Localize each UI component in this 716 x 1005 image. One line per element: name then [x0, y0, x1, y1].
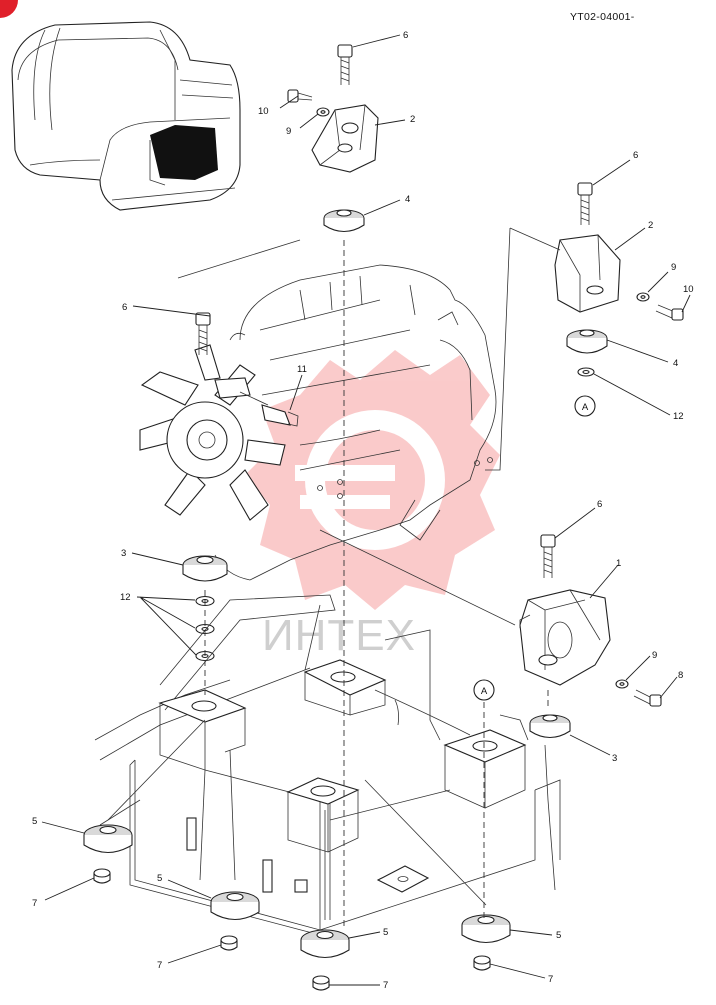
callout-5: 5	[157, 873, 162, 884]
engine-bracket-1	[519, 589, 611, 686]
nut-7-c	[312, 975, 330, 991]
machine-frame	[94, 594, 561, 936]
callout-3: 3	[612, 753, 617, 764]
callout-7: 7	[548, 974, 553, 985]
nut-7-b	[220, 935, 238, 951]
bolt-6-lower-right	[540, 534, 556, 578]
mount-4-upper	[323, 209, 365, 233]
engine-bracket-upper-left	[311, 44, 379, 173]
svg-text:A: A	[582, 402, 589, 413]
callout-6: 6	[122, 302, 127, 313]
mount-3-left	[182, 555, 228, 582]
washer-9-lower	[615, 679, 629, 689]
bolt-10-right	[655, 304, 684, 321]
machine-inset	[11, 21, 241, 211]
corner-marker	[0, 0, 18, 18]
washer-9-upper	[316, 107, 330, 117]
callout-6: 6	[633, 150, 638, 161]
diagram-code: YT02-04001-	[570, 11, 635, 23]
callout-5: 5	[32, 816, 37, 827]
mount-5-d	[461, 914, 511, 944]
callout-6: 6	[597, 499, 602, 510]
callout-9: 9	[652, 650, 657, 661]
mount-4-right	[566, 329, 608, 354]
callout-9: 9	[286, 126, 291, 137]
callout-7: 7	[32, 898, 37, 909]
callout-labels: 6 10 9 2 4 6 2 9 10 4 12 6 11 3 12 6 1 9…	[32, 30, 694, 991]
mount-5-a	[83, 824, 133, 854]
mount-3-right	[529, 714, 571, 739]
watermark-logo	[245, 350, 500, 610]
callout-7: 7	[383, 980, 388, 991]
washer-9-right	[636, 292, 650, 302]
callout-11: 11	[297, 364, 307, 375]
leader-lines	[41, 34, 691, 986]
bolt-10-upper	[287, 89, 313, 103]
callout-10: 10	[683, 284, 694, 295]
callout-12: 12	[120, 592, 131, 603]
mount-5-b	[210, 891, 260, 921]
alignment-lines	[107, 227, 561, 930]
nut-7-a	[93, 868, 111, 884]
bolt-6-left	[195, 312, 211, 355]
callout-12: 12	[673, 411, 684, 422]
mount-5-c	[300, 929, 350, 959]
callout-9: 9	[671, 262, 676, 273]
callout-1: 1	[616, 558, 621, 569]
callout-2: 2	[410, 114, 415, 125]
callout-2: 2	[648, 220, 653, 231]
ref-a-lower: A	[473, 679, 495, 701]
callout-7: 7	[157, 960, 162, 971]
watermark-text: ИНТЕХ	[262, 611, 416, 660]
callout-4: 4	[405, 194, 410, 205]
callout-3: 3	[121, 548, 126, 559]
cooling-fan	[139, 344, 286, 521]
callout-4: 4	[673, 358, 678, 369]
callout-6: 6	[403, 30, 408, 41]
callout-8: 8	[678, 670, 683, 681]
nut-7-d	[473, 955, 491, 971]
bolt-8	[633, 689, 662, 707]
callout-5: 5	[383, 927, 388, 938]
engine-bracket-upper-right	[554, 182, 621, 313]
washer-12-right	[577, 367, 595, 377]
svg-text:A: A	[481, 686, 488, 697]
callout-10: 10	[258, 106, 269, 117]
callout-5: 5	[556, 930, 561, 941]
ref-a-upper: A	[574, 395, 596, 417]
engine-assembly	[214, 264, 497, 581]
sensor-11	[261, 404, 299, 427]
